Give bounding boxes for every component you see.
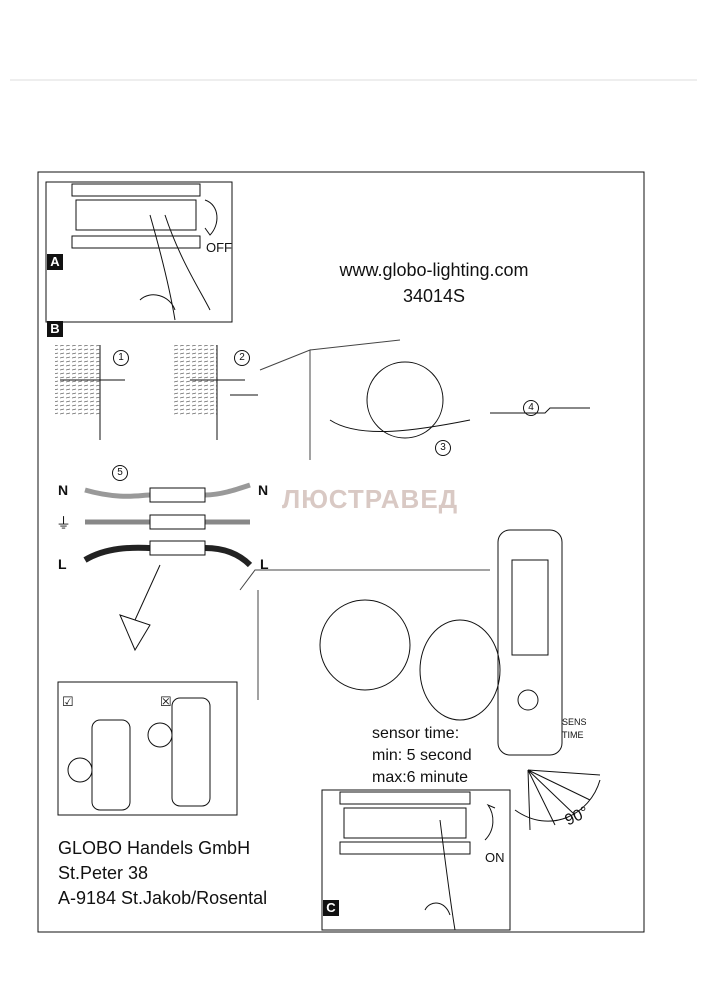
step-2-number: 2 xyxy=(234,350,250,366)
live-label-right: L xyxy=(260,556,269,572)
lamp-correct xyxy=(91,719,131,811)
panel-b-label: B xyxy=(47,321,63,337)
wall-plate xyxy=(319,599,411,691)
on-label: ON xyxy=(485,850,505,865)
company-name: GLOBO Handels GmbH xyxy=(58,838,251,858)
company-street: St.Peter 38 xyxy=(58,863,149,883)
motion-sensor xyxy=(517,689,539,711)
lamp-diffuser xyxy=(511,559,549,656)
wall-plate xyxy=(67,757,93,783)
screwdriver-icon xyxy=(119,564,161,652)
screwdriver-icon xyxy=(329,407,590,432)
mounting-plate xyxy=(366,361,444,439)
panel-switch-on xyxy=(321,789,511,931)
live-label: L xyxy=(58,556,67,572)
lamp-body xyxy=(497,529,563,756)
room-corner xyxy=(239,569,490,700)
rotate-arrow-icon xyxy=(484,803,496,841)
lamp-wrong xyxy=(171,697,211,807)
time-label: TIME xyxy=(562,730,584,740)
wrong-mounting-icon: ☒ xyxy=(160,694,172,709)
website-url: www.globo-lighting.com xyxy=(339,260,529,280)
earth-icon: ⏚ xyxy=(56,515,72,532)
watermark: ЛЮСТРАВЕД xyxy=(282,484,459,514)
panel-c-label: C xyxy=(323,900,339,916)
step-5-number: 5 xyxy=(112,465,128,481)
neutral-label-right: N xyxy=(258,482,269,498)
sens-label: SENS xyxy=(562,717,587,727)
panel-switch-off xyxy=(45,181,233,323)
panel-a-label: A xyxy=(47,254,63,270)
angle-arc xyxy=(514,779,601,822)
terminal-block xyxy=(339,841,471,855)
wall-arm xyxy=(419,619,501,721)
drill-and-screw xyxy=(60,379,258,396)
hand-icon xyxy=(139,214,211,321)
sensor-time-title: sensor time: xyxy=(372,725,460,742)
mounting-orientation-panel xyxy=(57,681,238,816)
correct-mounting-icon: ☑ xyxy=(62,694,74,709)
terminal-block-top xyxy=(71,183,201,249)
model-number: 34014S xyxy=(402,286,466,306)
hand-icon xyxy=(424,819,456,931)
terminal-n xyxy=(149,487,206,503)
terminal-block xyxy=(339,791,471,805)
detection-zone xyxy=(527,769,601,831)
off-label: OFF xyxy=(206,240,232,255)
terminal-l xyxy=(149,540,206,556)
wall-plate xyxy=(147,722,173,748)
room-corner xyxy=(259,339,401,460)
step-1-number: 1 xyxy=(113,350,129,366)
page-frame xyxy=(37,171,645,933)
step-4-number: 4 xyxy=(523,400,539,416)
terminal-earth xyxy=(149,514,206,530)
neutral-label: N xyxy=(58,482,69,498)
sensor-time-min: min: 5 second xyxy=(372,747,472,764)
terminal-block xyxy=(343,807,467,839)
neutral-wire xyxy=(84,482,251,499)
live-wire xyxy=(83,544,253,568)
sensor-time-max: max:6 minute xyxy=(372,769,469,786)
rotate-arrow-icon xyxy=(204,199,218,236)
step-3-number: 3 xyxy=(435,440,451,456)
company-city: A-9184 St.Jakob/Rosental xyxy=(58,888,268,908)
